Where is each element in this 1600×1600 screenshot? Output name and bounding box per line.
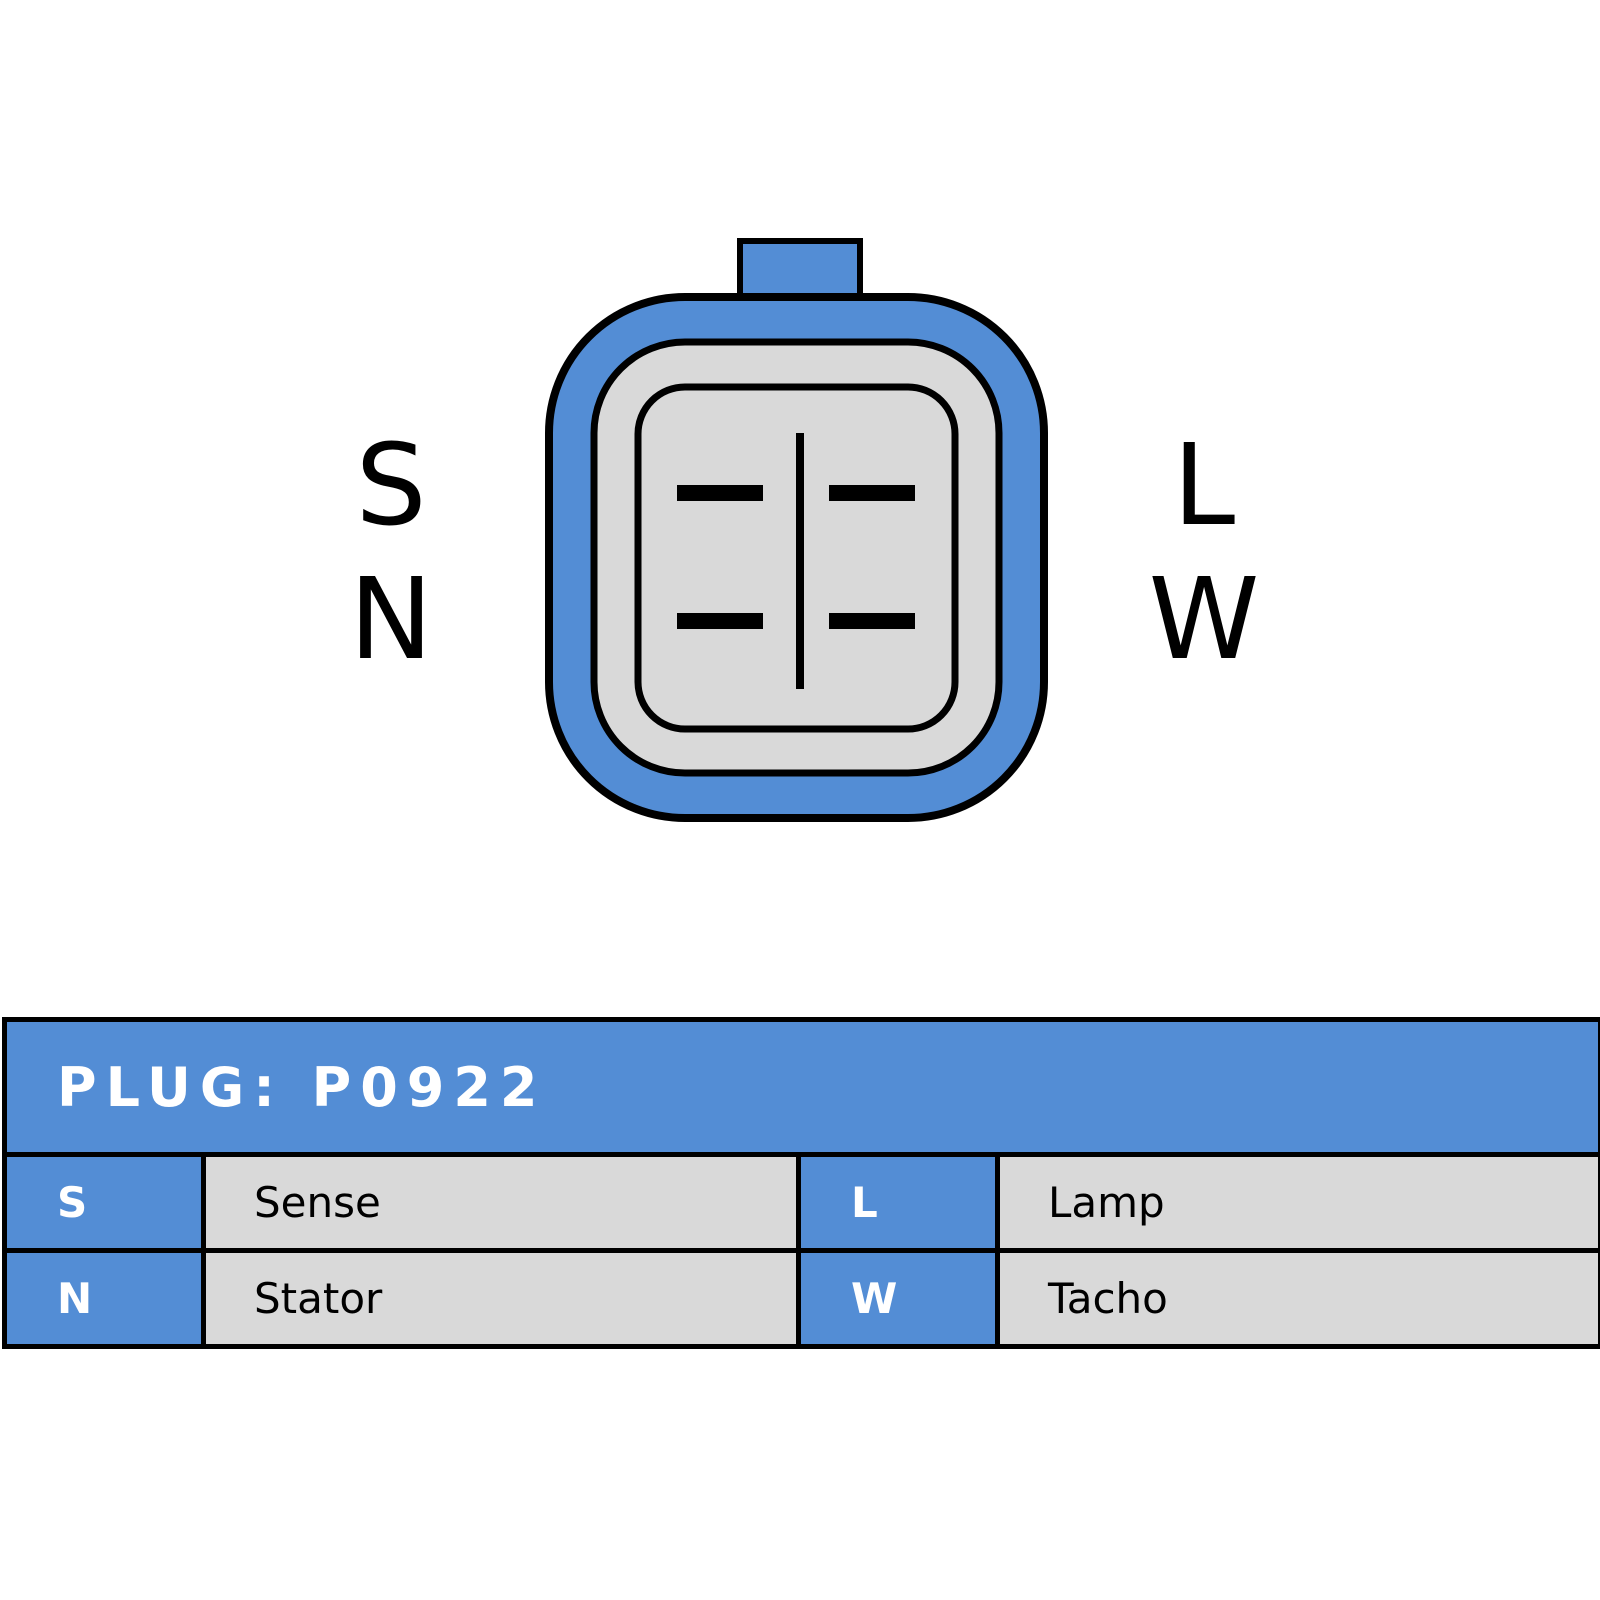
pin-code: W [796,1248,1000,1349]
pin-function: Tacho [995,1248,1600,1349]
pin-label-w: W [1148,555,1260,685]
terminal-w [829,613,915,629]
table-row: S Sense L Lamp [2,1152,1600,1253]
connector-latch [737,238,863,302]
plug-title: PLUG: P0922 [2,1017,1600,1157]
pin-code: L [796,1152,1000,1253]
pin-function: Lamp [995,1152,1600,1253]
terminal-l [829,485,915,501]
pin-function: Sense [201,1152,801,1253]
pin-code: N [2,1248,206,1349]
table-row: N Stator W Tacho [2,1248,1600,1349]
pinout-table: PLUG: P0922 S Sense L Lamp N Stator W Ta… [2,1017,1600,1349]
table-header-row: PLUG: P0922 [2,1017,1600,1157]
pin-label-l: L [1172,421,1236,551]
terminal-n [677,613,763,629]
pin-code: S [2,1152,206,1253]
pin-label-n: N [349,555,433,685]
pin-label-s: S [355,421,427,551]
terminal-s [677,485,763,501]
pin-function: Stator [201,1248,801,1349]
